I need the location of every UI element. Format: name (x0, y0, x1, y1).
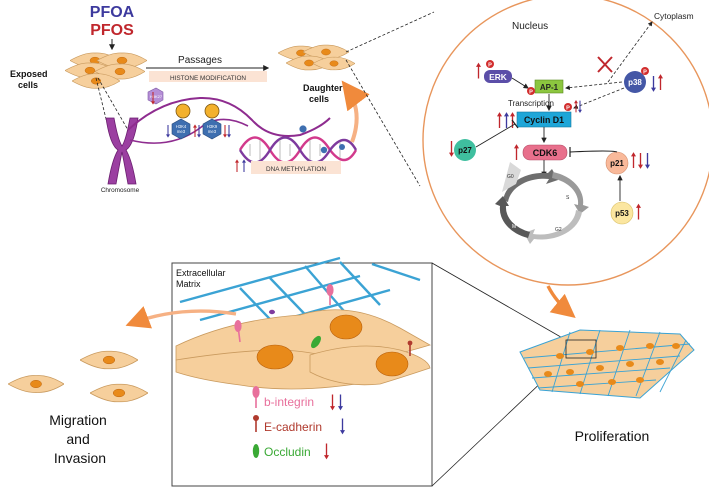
migration-arrow (125, 306, 237, 329)
dna-methylation-box (251, 161, 341, 174)
p21-inhibition (569, 150, 618, 153)
proliferation-arrow (546, 285, 576, 319)
chromosome-icon (105, 117, 139, 185)
b-integrin-icon (326, 284, 334, 305)
svg-text:P: P (488, 63, 492, 69)
proliferation-label: Proliferation (575, 428, 650, 444)
pfoa-label: PFOA (90, 4, 135, 21)
inhibition-cross-icon (597, 56, 613, 73)
svg-text:CDK6: CDK6 (533, 148, 558, 158)
cdk6-node: CDK6 (522, 144, 568, 161)
daughter-cells-label: Daughter cells (303, 83, 345, 104)
svg-text:E-cadherin: E-cadherin (264, 420, 322, 434)
legend-occludin: Occludin (252, 442, 329, 460)
p53-node: p53 (610, 201, 634, 225)
nucleosome-icon (175, 103, 220, 119)
cyclin-d1-node: Cyclin D1 (516, 111, 572, 128)
histone-box (149, 71, 267, 82)
p38-to-cyclin-arrow (573, 87, 625, 109)
transcription-label: Transcription (508, 99, 554, 108)
legend-b-integrin: b-integrin (252, 386, 343, 411)
dashed-link (345, 59, 421, 187)
p27-node: p27 (454, 139, 476, 161)
cyclin-phospho: P (564, 103, 572, 112)
erk-node: ERK P (484, 60, 512, 83)
zoom-line (431, 262, 567, 341)
svg-text:b-integrin: b-integrin (264, 395, 314, 409)
dna-methylation-label: DNA METHYLATION (266, 166, 326, 173)
cytoplasm-label: Cytoplasm (654, 11, 694, 21)
b-integrin-icon (234, 320, 242, 343)
p38-to-ap1-arrow (565, 81, 623, 90)
svg-text:p21: p21 (610, 159, 624, 168)
svg-text:P: P (566, 106, 570, 112)
erk-to-ap1-arrow (511, 77, 529, 89)
legend-e-cadherin: E-cadherin (253, 415, 345, 435)
e-cadherin-icon (407, 340, 413, 356)
exposed-cells-label: Exposed cells (10, 69, 50, 90)
p38-node: p38 P (624, 67, 649, 93)
svg-text:M: M (512, 224, 516, 230)
histone-label: HISTONE MODIFICATION (170, 75, 246, 82)
h3k27-histone: H3K27 (147, 87, 164, 105)
dna-methylation-arrows (235, 158, 246, 173)
occludin-icon (311, 335, 321, 349)
svg-text:S: S (566, 195, 570, 201)
p21-node: p21 (605, 151, 629, 175)
p27-inhibition (475, 123, 516, 148)
proliferation-tissue (519, 329, 695, 399)
chromosome-label: Chromosome (101, 187, 140, 194)
svg-text:p38: p38 (628, 78, 642, 87)
ecm-protein-icon (269, 309, 275, 315)
migration-label: Migration and Invasion (49, 412, 110, 466)
svg-text:H3K27: H3K27 (150, 94, 163, 99)
ecm-title: Extracellular Matrix (176, 268, 228, 289)
svg-text:AP-1: AP-1 (540, 83, 559, 92)
svg-text:P: P (529, 90, 533, 96)
passages-label: Passages (178, 55, 222, 66)
daughter-cells (278, 44, 355, 71)
migrating-cells (8, 350, 148, 403)
svg-text:G2: G2 (555, 227, 562, 233)
pfos-label: PFOS (90, 22, 134, 39)
exposed-cells (65, 52, 147, 89)
svg-text:Occludin: Occludin (264, 445, 311, 459)
svg-text:G0: G0 (507, 174, 514, 180)
dna-helix-icon (238, 125, 358, 164)
p27-inhibition-bar (511, 119, 519, 129)
nucleus-title: Nucleus (512, 21, 548, 32)
dashed-link (345, 11, 435, 53)
svg-text:p27: p27 (458, 146, 472, 155)
chromatin-fibre (129, 118, 249, 144)
chromatin-fibre (127, 96, 331, 137)
svg-text:ERK: ERK (489, 72, 507, 82)
epigenetic-arrow (341, 80, 370, 143)
cell-cycle-icon: G0 G1 S G2 M (495, 162, 589, 244)
cytoplasm-arrow (607, 21, 653, 83)
dashed-link (97, 77, 129, 131)
p21-arrows (631, 152, 650, 169)
svg-text:G1: G1 (531, 188, 538, 194)
ap1-node: AP-1 P (527, 79, 564, 96)
svg-text:Cyclin D1: Cyclin D1 (524, 115, 564, 125)
svg-text:p53: p53 (615, 209, 629, 218)
svg-text:P: P (643, 70, 647, 76)
